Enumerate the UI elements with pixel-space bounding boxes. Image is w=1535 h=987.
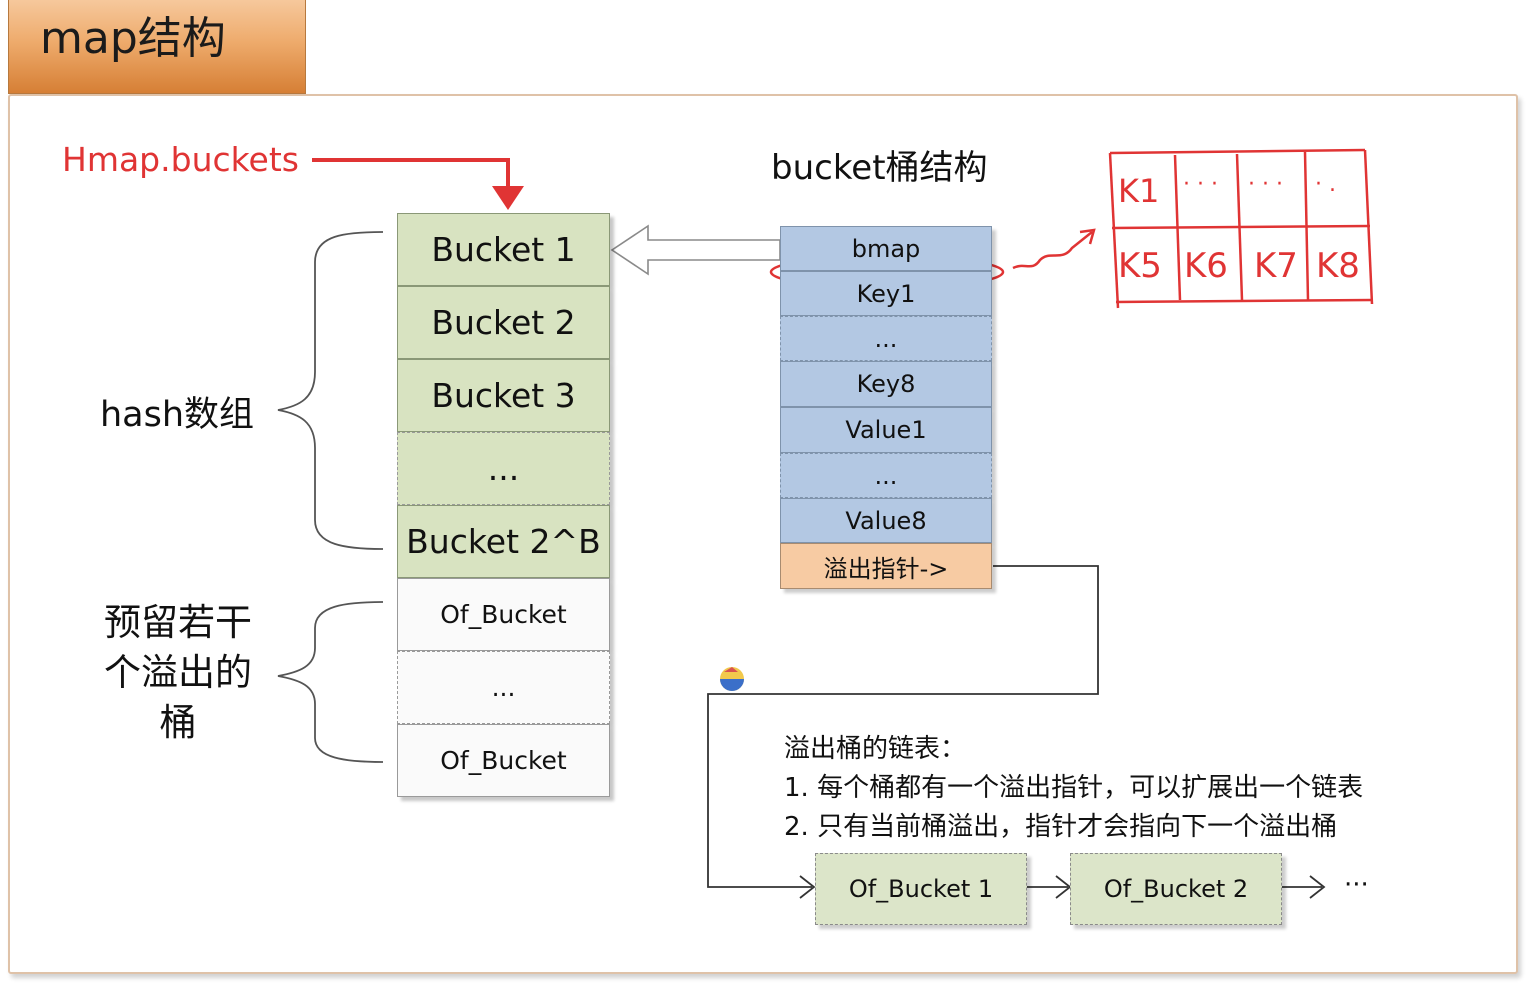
hand-cell: · . — [1315, 172, 1336, 197]
note-title: 溢出桶的链表： — [784, 734, 967, 764]
hash-bucket: Bucket 2^B — [397, 505, 610, 578]
reserved-label-line: 个溢出的 — [104, 651, 252, 694]
overflow-pointer-field: 溢出指针-> — [780, 543, 992, 589]
chain-bucket: Of_Bucket 1 — [815, 853, 1027, 925]
hash-bucket: Bucket 1 — [397, 213, 610, 286]
page-title: map结构 — [40, 13, 226, 64]
reserved-label: 预留若干 个溢出的 桶 — [98, 598, 258, 748]
hash-bucket: Bucket 2 — [397, 286, 610, 359]
annotation-squiggle — [1012, 231, 1093, 270]
hand-cell: K7 — [1254, 246, 1298, 286]
overflow-bucket: Of_Bucket — [397, 724, 610, 797]
handwritten-table-grid — [1108, 148, 1374, 309]
decorative-color-icon — [720, 667, 744, 691]
overflow-bucket: Of_Bucket — [397, 578, 610, 651]
note-line-1: 1. 每个桶都有一个溢出指针，可以扩展出一个链表 — [784, 773, 1364, 803]
pointer-arrow-line — [312, 158, 510, 192]
hash-bucket: Bucket 3 — [397, 359, 610, 432]
bucket-field: Value1 — [780, 407, 992, 453]
note-line-2: 2. 只有当前桶溢出，指针才会指向下一个溢出桶 — [784, 812, 1338, 842]
bucket-field: Key1 — [780, 271, 992, 316]
hand-cell: · · · — [1183, 172, 1218, 197]
bucket-struct-title: bucket桶结构 — [771, 148, 988, 188]
bucket-field: Value8 — [780, 498, 992, 543]
title-tab — [8, 0, 306, 94]
chain-bucket: Of_Bucket 2 — [1070, 853, 1282, 925]
hand-cell: K1 — [1118, 172, 1160, 210]
reserved-label-line: 预留若干 — [104, 601, 252, 644]
bucket-struct-arrow — [610, 224, 781, 276]
chain-arrow-1 — [799, 875, 816, 899]
annotation-squiggle-head — [1079, 228, 1096, 245]
hash-array-label: hash数组 — [100, 395, 255, 435]
hand-cell: K8 — [1316, 246, 1360, 286]
bucket-field-ellipsis: ... — [780, 316, 992, 361]
bucket-field-bmap: bmap — [780, 226, 992, 271]
hash-bucket-ellipsis: ... — [397, 432, 610, 505]
chain-arrow-3 — [1309, 875, 1326, 899]
overflow-link-line — [707, 565, 1099, 888]
hand-cell: K5 — [1118, 246, 1162, 286]
hash-array-brace — [277, 231, 384, 550]
hand-cell: · · · — [1248, 172, 1283, 197]
hand-cell: K6 — [1184, 246, 1228, 286]
bucket-field-ellipsis: ... — [780, 453, 992, 498]
overflow-brace — [277, 601, 384, 763]
pointer-arrow-head — [492, 186, 524, 210]
pointer-label: Hmap.buckets — [62, 140, 299, 179]
reserved-label-line: 桶 — [159, 701, 197, 744]
overflow-bucket-ellipsis: ... — [397, 651, 610, 724]
chain-ellipsis: ··· — [1344, 870, 1369, 900]
bucket-field: Key8 — [780, 361, 992, 407]
